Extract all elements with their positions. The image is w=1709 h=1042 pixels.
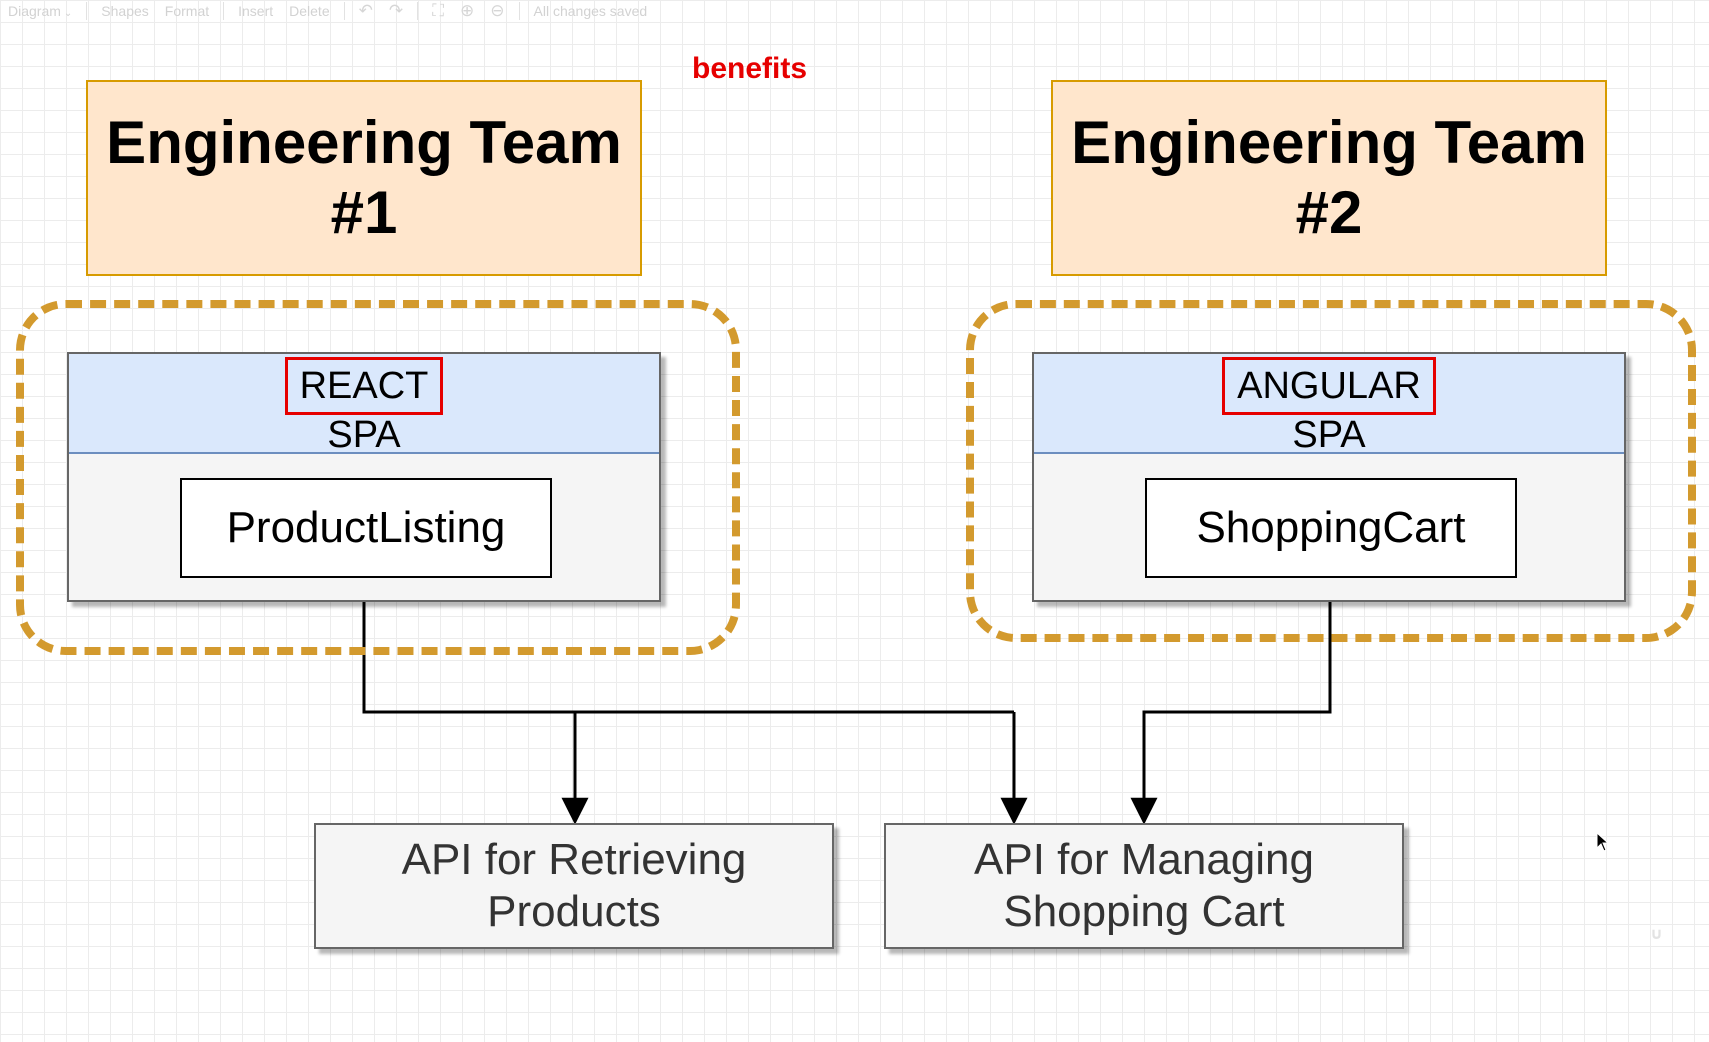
format-tab[interactable]: Format bbox=[164, 3, 210, 19]
team2-boundary bbox=[966, 300, 1696, 642]
team2-title: Engineering Team #2 bbox=[1071, 109, 1587, 246]
team1-spa-container[interactable]: REACT SPA ProductListing bbox=[67, 352, 661, 602]
toolbar-divider bbox=[86, 2, 88, 20]
team2-spa-container[interactable]: ANGULAR SPA ShoppingCart bbox=[1032, 352, 1626, 602]
zoom-in-icon[interactable]: ⊕ bbox=[460, 1, 475, 20]
team2-box[interactable]: Engineering Team #2 bbox=[1051, 80, 1607, 276]
toolbar: Diagram⌄ Shapes Format Insert Delete ↶ ↷… bbox=[0, 0, 820, 22]
toolbar-divider bbox=[223, 2, 225, 20]
redo-icon[interactable]: ↷ bbox=[388, 1, 404, 20]
team2-framework-label: ANGULAR bbox=[1222, 357, 1436, 415]
fullscreen-icon[interactable]: ⛶ bbox=[432, 1, 445, 20]
delete-button[interactable]: Delete bbox=[289, 3, 330, 19]
team1-title: Engineering Team #1 bbox=[106, 109, 622, 246]
team1-boundary bbox=[16, 300, 740, 655]
zoom-out-icon[interactable]: ⊖ bbox=[490, 1, 505, 20]
team1-spa-label: SPA bbox=[327, 414, 401, 456]
cursor-icon bbox=[1596, 832, 1610, 852]
benefits-annotation: benefits bbox=[692, 52, 808, 85]
toolbar-divider bbox=[343, 2, 345, 20]
team2-spa-label: SPA bbox=[1292, 414, 1366, 456]
shapes-tab[interactable]: Shapes bbox=[101, 3, 149, 19]
insert-button[interactable]: Insert bbox=[238, 3, 274, 19]
team1-box[interactable]: Engineering Team #1 bbox=[86, 80, 642, 276]
team2-component[interactable]: ShoppingCart bbox=[1145, 478, 1517, 578]
team1-framework-label: REACT bbox=[284, 357, 444, 415]
cart-api-box[interactable]: API for Managing Shopping Cart bbox=[884, 823, 1404, 949]
team1-spa-header: REACT SPA bbox=[69, 354, 659, 456]
connector-team1-trunk bbox=[362, 600, 1014, 714]
save-status: All changes saved bbox=[533, 3, 648, 19]
watermark-logo: ∪ bbox=[1650, 926, 1663, 943]
products-api-box[interactable]: API for Retrieving Products bbox=[314, 823, 834, 949]
diagram-menu-label: Diagram bbox=[8, 3, 61, 19]
team1-component[interactable]: ProductListing bbox=[180, 478, 552, 578]
toolbar-divider bbox=[417, 2, 419, 20]
diagram-menu[interactable]: Diagram⌄ bbox=[0, 3, 80, 19]
toolbar-divider bbox=[518, 2, 520, 20]
team2-spa-header: ANGULAR SPA bbox=[1034, 354, 1624, 456]
undo-icon[interactable]: ↶ bbox=[358, 1, 373, 20]
chevron-down-icon: ⌄ bbox=[63, 8, 73, 19]
connector-team2-to-cart-api bbox=[1130, 600, 1332, 825]
